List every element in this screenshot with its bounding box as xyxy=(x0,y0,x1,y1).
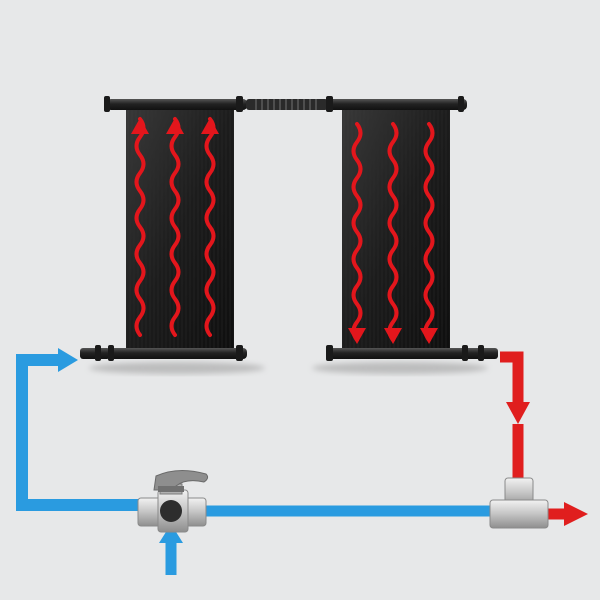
cold-water-pipe xyxy=(16,348,500,575)
flow-arrow-icon xyxy=(384,328,402,344)
flow-arrow-icon xyxy=(420,328,438,344)
flow-arrow-icon xyxy=(131,118,149,134)
header-pipe xyxy=(107,99,247,110)
flow-arrow-icon xyxy=(201,118,219,134)
flow-arrow-icon xyxy=(159,524,183,543)
header-pipe xyxy=(327,348,467,359)
header-pipe xyxy=(327,99,467,110)
flow-arrow-icon xyxy=(564,502,588,526)
header-pipe xyxy=(107,348,247,359)
valve-icon xyxy=(153,470,209,492)
solar-panel-right xyxy=(326,96,498,361)
flow-arrow-icon xyxy=(166,118,184,134)
flow-arrow-icon xyxy=(506,402,530,424)
three-way-valve xyxy=(137,470,209,533)
solar-panel-left xyxy=(80,96,247,361)
connector-hose xyxy=(246,99,328,110)
flow-arrow-icon xyxy=(58,348,78,372)
tee-fitting-icon xyxy=(489,477,549,529)
flow-arrow-icon xyxy=(348,328,366,344)
hot-water-pipe xyxy=(500,351,588,526)
